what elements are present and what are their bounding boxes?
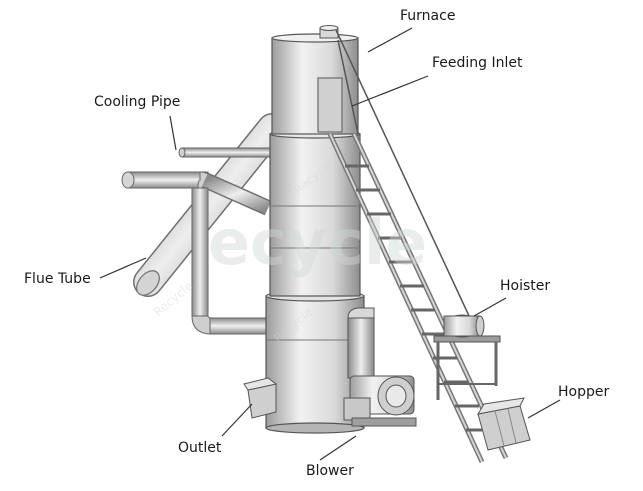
ladder <box>327 29 509 464</box>
label-flue-tube: Flue Tube <box>24 271 91 287</box>
leader-lines <box>99 27 561 461</box>
hoister <box>433 314 501 400</box>
label-cooling-pipe: Cooling Pipe <box>94 94 181 110</box>
label-furnace: Furnace <box>400 8 456 24</box>
label-hopper: Hopper <box>558 384 610 400</box>
hopper <box>476 397 531 451</box>
label-feeding-inlet: Feeding Inlet <box>432 55 523 71</box>
label-blower: Blower <box>306 463 354 479</box>
cooling-pipe <box>178 147 275 158</box>
outlet <box>243 377 278 419</box>
blower <box>343 307 417 427</box>
side-pipe <box>121 171 272 335</box>
label-outlet: Outlet <box>178 440 222 456</box>
label-hoister: Hoister <box>500 278 551 294</box>
